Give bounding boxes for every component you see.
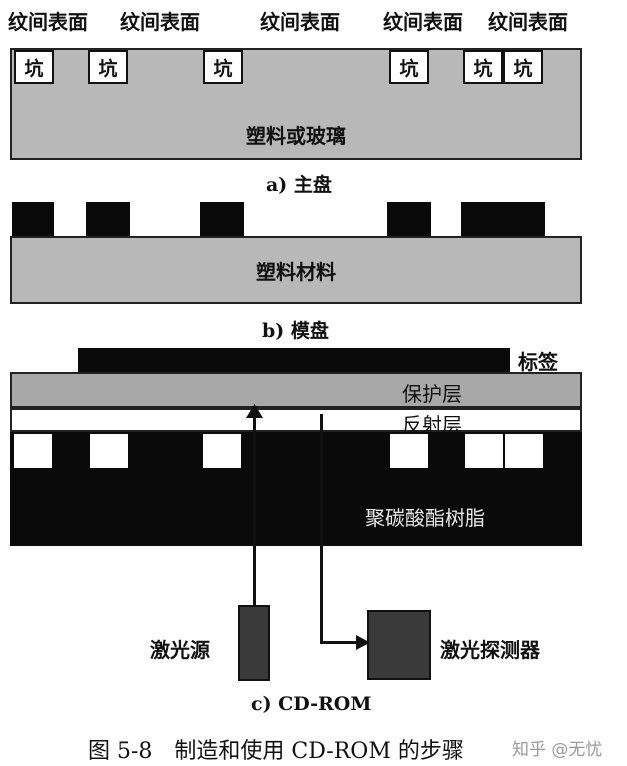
polycarbonate-label: 聚碳酸酯树脂 bbox=[365, 506, 485, 530]
land-surface-label: 纹间表面 bbox=[120, 10, 200, 34]
master-caption: a) 主盘 bbox=[266, 174, 332, 196]
label-layer-text: 标签 bbox=[518, 350, 558, 374]
pit bbox=[505, 434, 543, 468]
protective-layer bbox=[10, 372, 582, 408]
mold-bump bbox=[461, 202, 545, 238]
pit bbox=[390, 434, 428, 468]
pit: 坑 bbox=[463, 50, 503, 84]
mold-bump bbox=[86, 202, 130, 238]
pit bbox=[14, 434, 52, 468]
land-surface-label: 纹间表面 bbox=[488, 10, 568, 34]
reflected-beam-line bbox=[320, 641, 366, 644]
pit: 坑 bbox=[88, 50, 128, 84]
master-substrate-label: 塑料或玻璃 bbox=[246, 124, 346, 148]
protective-layer-label: 保护层 bbox=[402, 382, 462, 406]
mold-bump bbox=[12, 202, 54, 238]
land-surface-label: 纹间表面 bbox=[383, 10, 463, 34]
pit: 坑 bbox=[503, 50, 543, 84]
mold-caption: b) 模盘 bbox=[262, 320, 329, 342]
pit: 坑 bbox=[14, 50, 54, 84]
mold-substrate bbox=[10, 236, 582, 304]
pit: 坑 bbox=[203, 50, 243, 84]
laser-source-box bbox=[238, 605, 270, 681]
arrow-up-icon bbox=[246, 404, 263, 418]
mold-bump bbox=[200, 202, 244, 238]
mold-bump bbox=[387, 202, 431, 238]
reflected-beam-line bbox=[320, 414, 323, 644]
cdrom-caption: c) CD-ROM bbox=[251, 693, 372, 715]
laser-source-label: 激光源 bbox=[150, 638, 210, 662]
pit bbox=[465, 434, 503, 468]
land-surface-label: 纹间表面 bbox=[8, 10, 88, 34]
pit bbox=[90, 434, 128, 468]
figure-caption: 图 5-8 制造和使用 CD-ROM 的步骤 bbox=[88, 739, 464, 764]
mold-substrate-label: 塑料材料 bbox=[256, 260, 336, 284]
arrow-right-icon bbox=[356, 635, 370, 650]
laser-detector-label: 激光探测器 bbox=[440, 638, 540, 662]
pit bbox=[203, 434, 241, 468]
label-layer bbox=[78, 348, 510, 372]
pit: 坑 bbox=[389, 50, 429, 84]
reflective-layer bbox=[10, 408, 582, 432]
land-surface-label: 纹间表面 bbox=[260, 10, 340, 34]
laser-detector-box bbox=[367, 610, 431, 680]
laser-beam-line bbox=[253, 414, 256, 610]
watermark: 知乎 @无忧 bbox=[512, 740, 603, 760]
